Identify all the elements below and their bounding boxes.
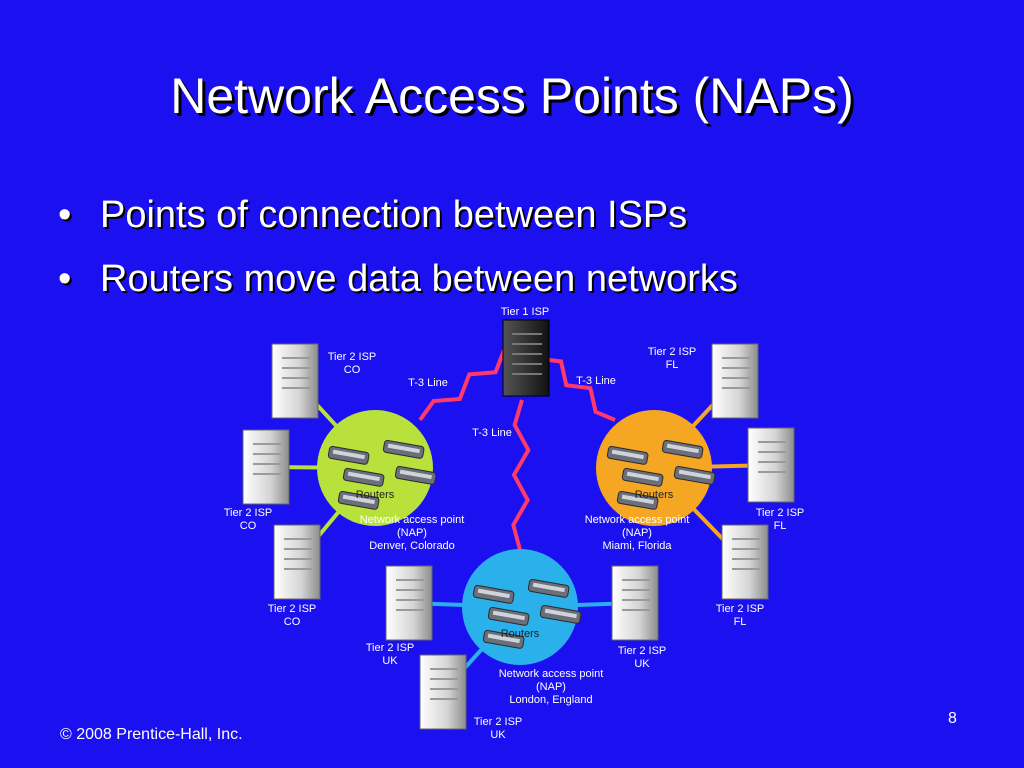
router-icon (487, 606, 530, 626)
router-icon (527, 578, 570, 598)
slide-title: Network Access Points (NAPs) (170, 68, 854, 124)
t3-line-icon (511, 399, 531, 551)
server-icon (242, 429, 290, 505)
bullet-text: Routers move data between networks (100, 258, 738, 300)
router-icon (661, 439, 704, 459)
router-icon (482, 629, 525, 649)
bullet-dot-icon: • (58, 194, 72, 236)
server-icon (385, 565, 433, 641)
t3-line-label: T-3 Line (472, 427, 512, 439)
server-icon (271, 343, 319, 419)
router-icon (606, 445, 649, 465)
router-icon (327, 445, 370, 465)
router-icon (337, 490, 380, 510)
router-icon (621, 467, 664, 487)
router-icon (472, 584, 515, 604)
server-icon (721, 524, 769, 600)
bullet-dot-icon: • (58, 258, 72, 300)
bullet-item: • Routers move data between networks (58, 256, 738, 320)
server-icon (711, 343, 759, 419)
routers-label: Routers (356, 489, 395, 501)
bullet-list: • Points of connection between ISPs • Rout… (58, 192, 738, 320)
page-number: 8 (948, 710, 957, 727)
nap-caption-label: Network access point(NAP)London, England (499, 668, 604, 706)
router-icon (394, 465, 437, 485)
nap-caption-label: Network access point(NAP)Miami, Florida (585, 514, 690, 552)
server-icon (747, 427, 795, 503)
server-icon (419, 654, 467, 730)
router-icon (382, 439, 425, 459)
tier1-isp-label: Tier 1 ISP (501, 306, 550, 318)
t3-line-label: T-3 Line (408, 377, 448, 389)
t3-line-label: T-3 Line (576, 375, 616, 387)
routers-label: Routers (501, 628, 540, 640)
routers-label: Routers (635, 489, 674, 501)
server-icon (611, 565, 659, 641)
bullet-item: • Points of connection between ISPs (58, 192, 738, 256)
router-icon (342, 467, 385, 487)
router-icon (539, 604, 582, 624)
tier1-server-icon (502, 319, 550, 397)
router-icon (616, 490, 659, 510)
router-icon (673, 465, 716, 485)
copyright-notice: © 2008 Prentice-Hall, Inc. (60, 726, 243, 743)
nap-caption-label: Network access point(NAP)Denver, Colorad… (360, 514, 465, 552)
bullet-text: Points of connection between ISPs (100, 194, 688, 236)
server-icon (273, 524, 321, 600)
